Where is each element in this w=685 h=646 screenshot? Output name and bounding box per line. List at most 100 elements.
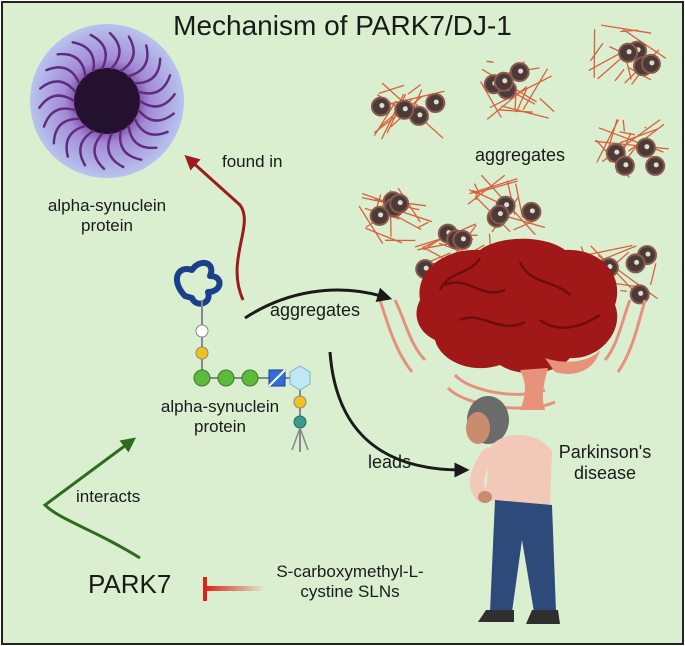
aggregate-fibril — [373, 100, 397, 136]
aggregate-icon — [414, 223, 493, 280]
aggregate-core-highlight — [379, 103, 385, 108]
aggregate-fibril — [515, 183, 524, 218]
aggregate-core-highlight — [504, 202, 510, 208]
aggregate-icon — [594, 119, 669, 178]
label-alpha-synuclein-top: alpha-synuclein protein — [22, 196, 192, 235]
protein-chain-icon — [173, 259, 311, 452]
vesicle-tendril — [71, 41, 96, 73]
aggregate-fibril — [619, 128, 659, 144]
vesicle-tendril — [93, 132, 106, 171]
label-parkinsons: Parkinson's disease — [535, 442, 675, 483]
vesicle-tendril — [133, 117, 169, 136]
aggregate-fibril — [412, 89, 423, 110]
aggregate-core-highlight — [634, 259, 640, 265]
aggregate-fibril — [378, 84, 405, 95]
vesicle-tendril — [38, 94, 76, 109]
vesicle-tendril — [39, 80, 77, 93]
aggregate-fibril — [589, 42, 604, 62]
aggregate-fibril — [397, 187, 421, 223]
label-aggregates-cluster: aggregates — [474, 145, 566, 165]
aggregate-core-highlight — [417, 112, 423, 118]
aggregate-fibril — [396, 216, 422, 231]
aggregate-fibril — [515, 87, 528, 113]
aggregate-fibril — [622, 119, 626, 132]
aggregate-core-highlight — [638, 290, 644, 296]
vesicle-tendril — [79, 129, 95, 167]
alpha-top-line-2: protein — [81, 215, 133, 235]
protein-vesicle-icon — [30, 24, 184, 178]
vesicle-tendril — [45, 66, 81, 85]
alpha-mid-line-2: protein — [194, 416, 246, 436]
found-in-arrow — [184, 154, 246, 301]
aggregate-core-highlight — [433, 99, 439, 105]
aggregate-fibril — [475, 194, 478, 200]
elderly-person-icon — [466, 396, 560, 624]
vesicle-tendril — [137, 74, 172, 95]
vesicle-tendril — [127, 44, 149, 78]
aggregate-fibril — [522, 68, 549, 111]
vesicle-tendril — [108, 31, 121, 70]
aggregate-fibril — [539, 97, 555, 113]
aggregate-core-highlight — [423, 265, 429, 271]
interacts-arrow — [42, 437, 141, 560]
label-found-in: found in — [222, 152, 283, 171]
aggregate-core-highlight — [378, 212, 384, 218]
aggregate-core-highlight — [518, 68, 524, 74]
label-leads: leads — [368, 452, 412, 472]
aggregate-core-highlight — [623, 162, 629, 168]
aggregate-fibril — [619, 131, 636, 136]
diagram-title: Mechanism of PARK7/DJ-1 — [173, 10, 512, 41]
aggregate-icon — [480, 60, 555, 120]
aggregate-fibril — [486, 60, 494, 63]
aggregate-fibril — [649, 263, 657, 286]
parkinsons-line-2: disease — [573, 462, 637, 483]
aggregate-fibril — [421, 246, 443, 259]
aggregate-core-highlight — [645, 251, 651, 257]
aggregate-fibril — [620, 289, 627, 292]
label-interacts: interacts — [76, 487, 141, 506]
label-aggregates-arrow: aggregates — [269, 300, 361, 320]
aggregate-core-highlight — [653, 162, 659, 168]
aggregate-fibril — [631, 74, 640, 85]
vesicle-tendril — [56, 52, 87, 78]
inhibitor-line-2: cystine SLNs — [300, 581, 400, 601]
aggregate-core-highlight — [644, 144, 650, 150]
aggregate-icon — [467, 174, 546, 236]
vesicle-tendril — [137, 109, 175, 122]
aggregate-fibril — [474, 180, 518, 194]
aggregate-fibril — [623, 132, 632, 149]
alpha-mid-line-1: alpha-synuclein — [160, 397, 280, 416]
vesicle-tendril — [52, 117, 81, 145]
aggregate-fibril — [498, 109, 533, 113]
aggregate-fibril — [407, 84, 421, 95]
aggregate-core-highlight — [402, 106, 408, 112]
aggregate-fibril — [601, 24, 652, 34]
aggregate-core-highlight — [397, 200, 403, 206]
leads-arrow — [328, 351, 470, 478]
brain-icon — [378, 238, 647, 410]
aggregate-fibril — [644, 126, 647, 129]
aggregate-fibril — [468, 189, 479, 196]
vesicle-tendril — [89, 33, 107, 70]
aggregates-arrow — [244, 287, 393, 320]
aggregate-core-highlight — [529, 208, 535, 214]
aggregate-core-highlight — [460, 236, 466, 242]
aggregate-fibril — [620, 29, 638, 33]
vesicle-tendril — [119, 35, 135, 73]
vesicle-tendril — [138, 93, 176, 108]
inhibition-symbol — [203, 577, 265, 601]
aggregate-fibril — [480, 81, 502, 118]
aggregate-core-highlight — [649, 60, 655, 66]
aggregate-fibril — [417, 221, 429, 229]
aggregate-core-highlight — [502, 78, 508, 84]
aggregate-fibril — [614, 68, 625, 82]
aggregate-fibril — [473, 183, 481, 195]
aggregate-icon — [588, 24, 667, 85]
parkinsons-line-1: Parkinson's — [558, 442, 652, 462]
aggregate-fibril — [358, 205, 384, 244]
aggregate-fibril — [622, 28, 667, 59]
aggregate-icon — [370, 82, 446, 140]
label-alpha-synuclein-mid: alpha-synuclein protein — [135, 397, 305, 436]
